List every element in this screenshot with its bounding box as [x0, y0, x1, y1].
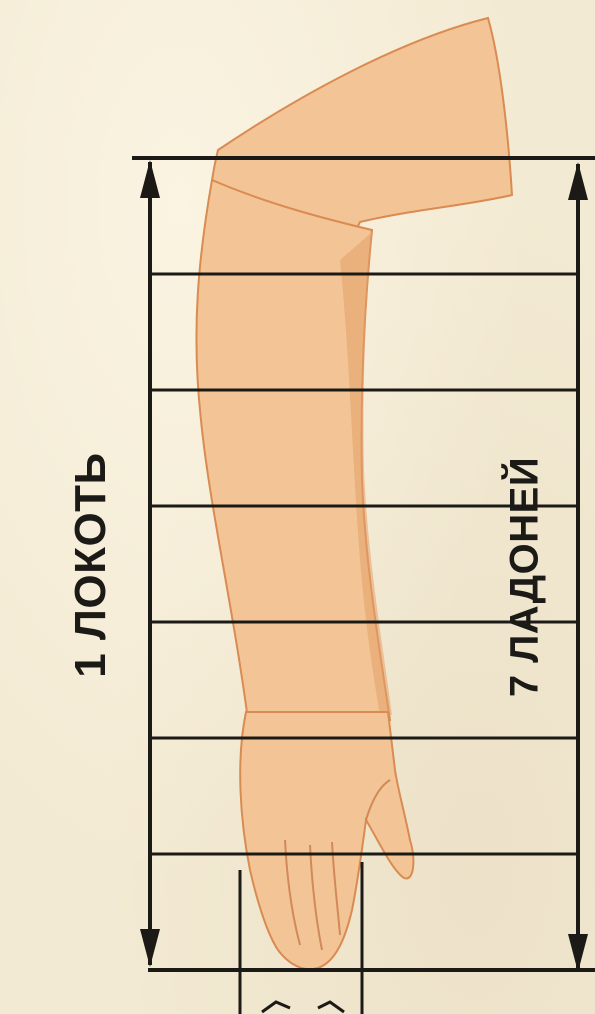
cubit-arrow: [140, 160, 160, 967]
arm-illustration: [196, 18, 512, 969]
palms-label: 7 ЛАДОНЕЙ: [503, 457, 548, 697]
cubit-label: 1 ЛОКОТЬ: [66, 452, 116, 677]
palms-arrow: [568, 162, 588, 972]
hand: [240, 712, 413, 969]
